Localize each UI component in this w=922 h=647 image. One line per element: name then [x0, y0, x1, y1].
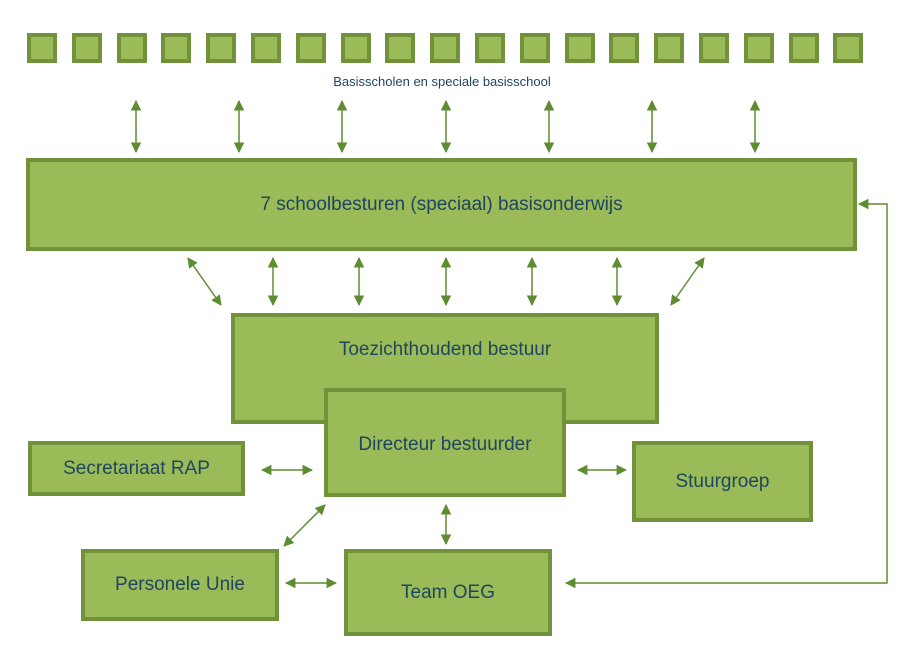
box-secretariaat-rap: Secretariaat RAP — [28, 441, 245, 496]
school-square — [385, 33, 416, 63]
school-square — [743, 33, 774, 63]
school-square — [609, 33, 640, 63]
box-toezichthoudend-bestuur-label: Toezichthoudend bestuur — [338, 339, 552, 360]
school-square — [788, 33, 819, 63]
box-secretariaat-rap-label: Secretariaat RAP — [63, 457, 210, 479]
board-link-arrow — [187, 257, 222, 306]
box-stuurgroep-label: Stuurgroep — [675, 470, 770, 492]
box-personele-unie-label: Personele Unie — [115, 574, 245, 595]
schools-caption: Basisscholen en speciale basisschool — [333, 74, 551, 89]
school-square — [833, 33, 864, 63]
school-square — [206, 33, 237, 63]
box-stuurgroep: Stuurgroep — [632, 441, 813, 522]
board-link-arrow — [670, 257, 705, 306]
personele-link-arrow — [283, 504, 326, 547]
box-team-oeg: Team OEG — [344, 549, 552, 636]
school-square — [475, 33, 505, 63]
school-square — [71, 33, 102, 63]
school-square — [161, 33, 192, 63]
box-team-oeg-label: Team OEG — [401, 581, 495, 603]
school-square — [116, 33, 147, 63]
school-square — [564, 33, 595, 63]
school-square — [519, 33, 550, 63]
school-square — [251, 33, 281, 63]
box-schoolbesturen: 7 schoolbesturen (speciaal) basisonderwi… — [26, 158, 857, 251]
box-schoolbesturen-label: 7 schoolbesturen (speciaal) basisonderwi… — [260, 193, 623, 215]
school-square — [430, 33, 461, 63]
team-board-feedback-arrow — [564, 198, 888, 589]
box-directeur-bestuurder-label: Directeur bestuurder — [358, 434, 532, 455]
school-square — [340, 33, 371, 63]
box-personele-unie: Personele Unie — [81, 549, 279, 621]
school-square — [699, 33, 729, 63]
box-directeur-bestuurder: Directeur bestuurder — [324, 388, 566, 497]
school-square — [654, 33, 685, 63]
school-square — [295, 33, 326, 63]
school-square — [27, 33, 57, 63]
